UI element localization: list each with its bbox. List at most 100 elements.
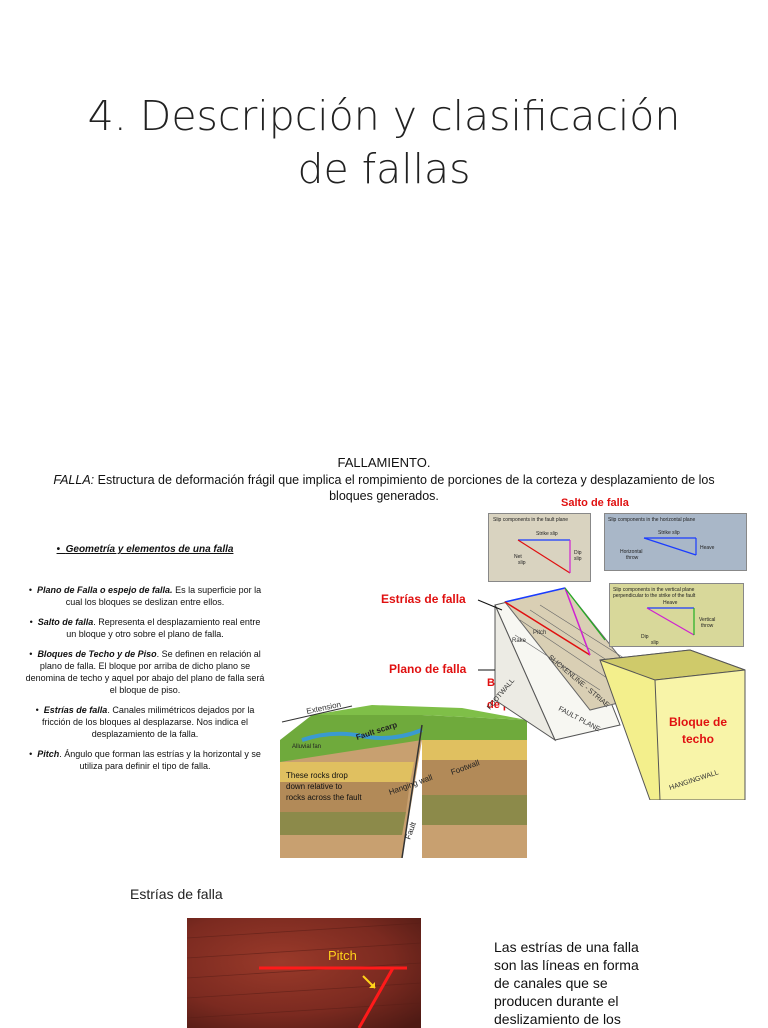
dip-label-2: slip <box>651 640 659 646</box>
falla-term: FALLA: <box>53 473 95 487</box>
rock-surface <box>187 918 421 1028</box>
list-item-pitch: • Pitch. Ángulo que forman las estrías y… <box>24 748 266 772</box>
slide-title-line2: de fallas <box>297 145 471 193</box>
panel-title-line1: Slip components in the vertical plane <box>613 587 695 593</box>
estrias-subtitle: Estrías de falla <box>130 886 223 902</box>
item-desc: Es la superficie por la cual los bloques… <box>65 585 262 607</box>
layer-olive <box>280 812 406 835</box>
rake-label: Rake <box>512 638 527 644</box>
estrias-label: Estrías de falla <box>381 592 466 606</box>
layer-brown <box>280 782 410 812</box>
dip-label-1: Dip <box>574 550 582 556</box>
vertical-label-1: Vertical <box>699 617 715 623</box>
panel-bg <box>604 513 747 571</box>
item-term: Plano de Falla o espejo de falla. <box>37 585 173 595</box>
slide-title: 4. Descripción y clasificación de fallas <box>60 90 708 196</box>
slide-title-line1: 4. Descripción y clasificación <box>87 92 681 140</box>
bloque-techo-line1: Bloque de <box>669 715 727 729</box>
vertical-vector <box>564 587 606 641</box>
dip-label-1: Dip <box>641 634 649 640</box>
alluvial-fan-label: Alluvial fan <box>292 744 321 750</box>
dip-label-2: slip <box>574 556 582 562</box>
plano-label: Plano de falla <box>389 662 467 676</box>
striae-texture <box>187 922 421 1019</box>
geometry-heading: • Geometría y elementos de una falla <box>24 544 266 556</box>
item-term: Bloques de Techo y de Piso <box>37 649 157 659</box>
layer-olive <box>422 795 527 825</box>
bullet-icon: • <box>28 585 38 595</box>
panel-bg <box>488 513 591 582</box>
item-desc: . Se definen en relación al plano de fal… <box>25 649 265 695</box>
ground-surface <box>280 715 527 762</box>
salto-label: Salto de falla <box>561 497 629 509</box>
panel-title: Slip components in the fault plane <box>493 517 568 523</box>
list-item-salto: • Salto de falla. Representa el desplaza… <box>24 616 266 640</box>
heave-label: Heave <box>700 545 715 551</box>
normal-fault-block-diagram: Extension Alluvial fan Fault scarp These… <box>280 700 527 858</box>
fault-geometry-diagram: Pitch Rake SLICKENLINE - STRIAE FAULT PL… <box>477 587 746 800</box>
net-label-2: slip <box>518 560 526 566</box>
list-item-estrias: • Estrías de falla. Canales milimétricos… <box>24 704 266 740</box>
panel-title-line2: perpendicular to the strike of the fault <box>613 593 696 599</box>
net-vector <box>517 539 571 574</box>
horizontal-vector <box>643 537 697 556</box>
panel-bg <box>609 583 744 647</box>
striae-reference-line <box>357 967 395 1028</box>
strike-slip-label: Strike slip <box>658 530 680 536</box>
net-label-1: Net <box>514 554 522 560</box>
rocks-text-line2: down relative to <box>286 782 343 791</box>
item-term: Pitch <box>37 749 60 759</box>
pitch-arrow-head <box>369 982 375 988</box>
striae-line <box>539 604 636 666</box>
slip-panel-vertical-plane: Slip components in the vertical plane pe… <box>609 583 744 647</box>
item-desc: . Representa el desplazamiento real entr… <box>66 617 261 639</box>
layer-yellow <box>422 740 527 760</box>
footwall-side <box>494 604 557 742</box>
horizontal-label-1: Horizontal <box>620 549 643 555</box>
estrias-description: Las estrías de una falla son las líneas … <box>494 939 639 1027</box>
bloque-techo-line2: techo <box>682 732 714 746</box>
bullet-icon: • <box>35 705 44 715</box>
striae-line <box>519 619 611 681</box>
layer-brown <box>422 760 527 795</box>
panel-title: Slip components in the horizontal plane <box>608 517 695 523</box>
falla-definition-text: Estructura de deformación frágil que imp… <box>97 473 715 503</box>
slip-panel-fault-plane: Slip components in the fault plane Strik… <box>488 513 591 582</box>
list-item-bloques: • Bloques de Techo y de Piso. Se definen… <box>24 648 266 696</box>
falla-definition: FALLA: Estructura de deformación frágil … <box>30 472 738 504</box>
rock-striae-photo: Pitch <box>187 918 421 1028</box>
list-item-plano: • Plano de Falla o espejo de falla. Es l… <box>24 584 266 608</box>
extension-arrow <box>281 705 353 723</box>
heave-label: Heave <box>663 600 678 606</box>
pitch-label: Pitch <box>533 630 546 636</box>
rocks-text-line1: These rocks drop <box>286 771 348 780</box>
strike-slip-label: Strike slip <box>536 531 558 537</box>
vertical-label-2: throw <box>701 623 714 629</box>
river <box>301 728 423 742</box>
hill-surface <box>312 705 527 720</box>
item-term: Estrías de falla <box>43 705 108 715</box>
dip-vector <box>646 607 695 636</box>
item-term: Salto de falla <box>37 617 94 627</box>
layer-yellow <box>280 762 414 782</box>
elements-list: • Geometría y elementos de una falla • P… <box>24 544 266 780</box>
rocks-text-line3: rocks across the fault <box>286 793 362 802</box>
pitch-photo-label: Pitch <box>328 948 357 963</box>
horizontal-label-2: throw <box>626 555 639 561</box>
strike-slip-vector <box>504 587 566 603</box>
bullet-icon: • <box>56 544 66 555</box>
item-desc: . Ángulo que forman las estrías y la hor… <box>59 749 261 771</box>
estrias-pointer <box>477 599 503 611</box>
net-slip-vector <box>504 601 591 656</box>
bullet-icon: • <box>29 617 38 627</box>
bullet-icon: • <box>29 749 38 759</box>
hanging-wall-front <box>654 669 746 800</box>
geometry-heading-text: Geometría y elementos de una falla <box>65 544 234 555</box>
bullet-icon: • <box>29 649 38 659</box>
dip-slip-vector <box>564 587 591 656</box>
slip-panel-horizontal-plane: Slip components in the horizontal plane … <box>604 513 747 571</box>
item-desc: . Canales milimétricos dejados por la fr… <box>41 705 255 739</box>
fault-line <box>401 724 423 858</box>
fallamiento-heading: FALLAMIENTO. <box>337 455 431 470</box>
striae-line <box>514 634 601 691</box>
